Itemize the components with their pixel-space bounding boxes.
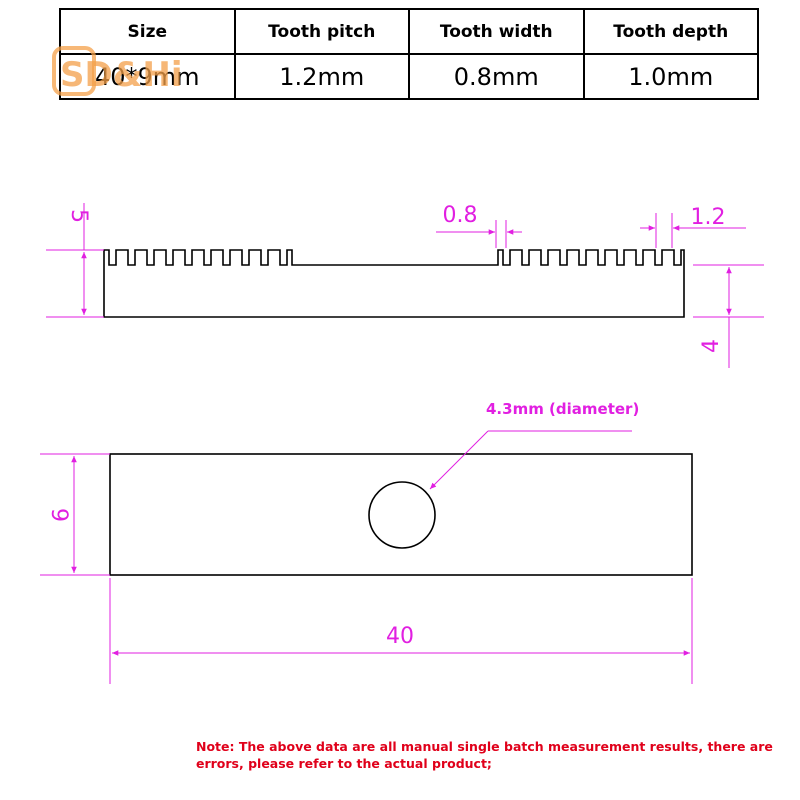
mounting-hole [368, 481, 436, 549]
hole-leader-arrow [429, 430, 489, 490]
watermark-logo-box-icon [52, 46, 96, 96]
value-tooth-pitch: 1.2mm [233, 53, 410, 100]
tooth-pitch-label: 1.2 [691, 205, 726, 230]
header-tooth-width: Tooth width [408, 8, 585, 55]
spec-table: Size Tooth pitch Tooth width Tooth depth… [59, 8, 759, 100]
measurement-note-line-1: Note: The above data are all manual sing… [196, 739, 773, 754]
value-tooth-depth: 1.0mm [582, 53, 759, 100]
measurement-note: Note: The above data are all manual sing… [196, 738, 796, 772]
height-label: 5 [66, 209, 91, 223]
spec-table-header-row: Size Tooth pitch Tooth width Tooth depth [59, 8, 759, 55]
base-label: 4 [699, 339, 724, 353]
rack-profile-outline [103, 249, 685, 318]
brand-watermark: SD&Hi [52, 46, 182, 96]
plate-outline [109, 453, 693, 576]
watermark-logo-text: SD&Hi [60, 55, 182, 95]
hole-diameter-label: 4.3mm (diameter) [486, 400, 639, 418]
value-tooth-width: 0.8mm [408, 53, 585, 100]
tooth-width-label: 0.8 [443, 203, 478, 228]
width-label: 9 [46, 508, 71, 522]
header-tooth-pitch: Tooth pitch [233, 8, 410, 55]
length-label: 40 [386, 624, 414, 649]
side-view: 5 0.8 1.2 4 [46, 203, 764, 368]
measurement-note-line-2: errors, please refer to the actual produ… [196, 756, 492, 771]
top-view: 4.3mm (diameter) 9 40 [40, 400, 693, 684]
header-tooth-depth: Tooth depth [582, 8, 759, 55]
